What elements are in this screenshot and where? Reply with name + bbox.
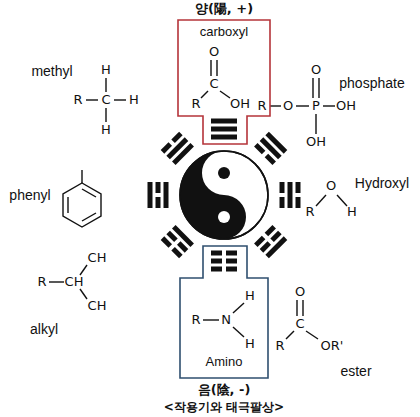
atom-symbol: H (101, 63, 111, 77)
atom-symbol: R (275, 339, 284, 353)
trigram (148, 182, 169, 208)
group-name: phenyl (9, 188, 50, 203)
atom-symbol: O (209, 45, 219, 59)
atom-symbol: H (347, 205, 357, 219)
yin-yang (180, 151, 268, 239)
atom-symbol: R (305, 205, 314, 219)
atom-symbol: OR' (321, 339, 344, 353)
group-name: alkyl (30, 322, 58, 337)
caption: <작용기와 태극팔상> (164, 401, 284, 414)
atom-symbol: R (37, 275, 46, 289)
group-name: Hydroxyl (355, 176, 409, 191)
carboxyl-box: carboxylOCROH (178, 20, 270, 144)
atom-symbol: H (245, 289, 255, 303)
atom-symbol: OH (230, 97, 250, 111)
trigram (211, 119, 237, 140)
trigram (211, 251, 237, 272)
atom-symbol: O (283, 99, 293, 113)
group-name: ester (340, 364, 371, 379)
carboxyl-name: carboxyl (200, 25, 248, 39)
bond-lines (49, 60, 347, 339)
atom-symbol: CH (88, 251, 107, 265)
atom-symbol: H (129, 93, 139, 107)
atom-symbol: CH (88, 299, 107, 313)
amino-name: Amino (206, 355, 243, 369)
atom-symbol: R (73, 93, 82, 107)
atom-symbol: R (191, 313, 200, 327)
atom-symbol: R (191, 97, 200, 111)
amino-box: HRNHAmino (180, 246, 268, 378)
atom-symbol: O (326, 179, 336, 193)
atom-symbol: CH (65, 275, 84, 289)
trigram (254, 132, 287, 165)
group-name: phosphate (339, 76, 404, 91)
trigram (161, 132, 194, 165)
atom-symbol: R (257, 99, 266, 113)
atom-symbol: O (295, 285, 305, 299)
atom-symbol: OH (336, 99, 356, 113)
trigrams (148, 119, 301, 272)
atom-symbol: OH (306, 135, 326, 149)
atom-symbol: H (101, 123, 111, 137)
atom-symbol: O (311, 63, 321, 77)
trigram (254, 225, 287, 258)
atom-symbol: C (295, 317, 304, 331)
trigram (280, 182, 301, 208)
atom-symbol: C (101, 93, 110, 107)
pole-label: 음(陰, -) (198, 383, 251, 397)
atom-symbol: N (221, 313, 231, 327)
group-name: methyl (31, 64, 72, 79)
heading: 양(陽, +) (195, 2, 253, 16)
atom-symbol: C (209, 77, 218, 91)
trigram (161, 225, 194, 258)
atom-symbol: P (312, 99, 320, 113)
atom-symbol: H (245, 337, 255, 351)
